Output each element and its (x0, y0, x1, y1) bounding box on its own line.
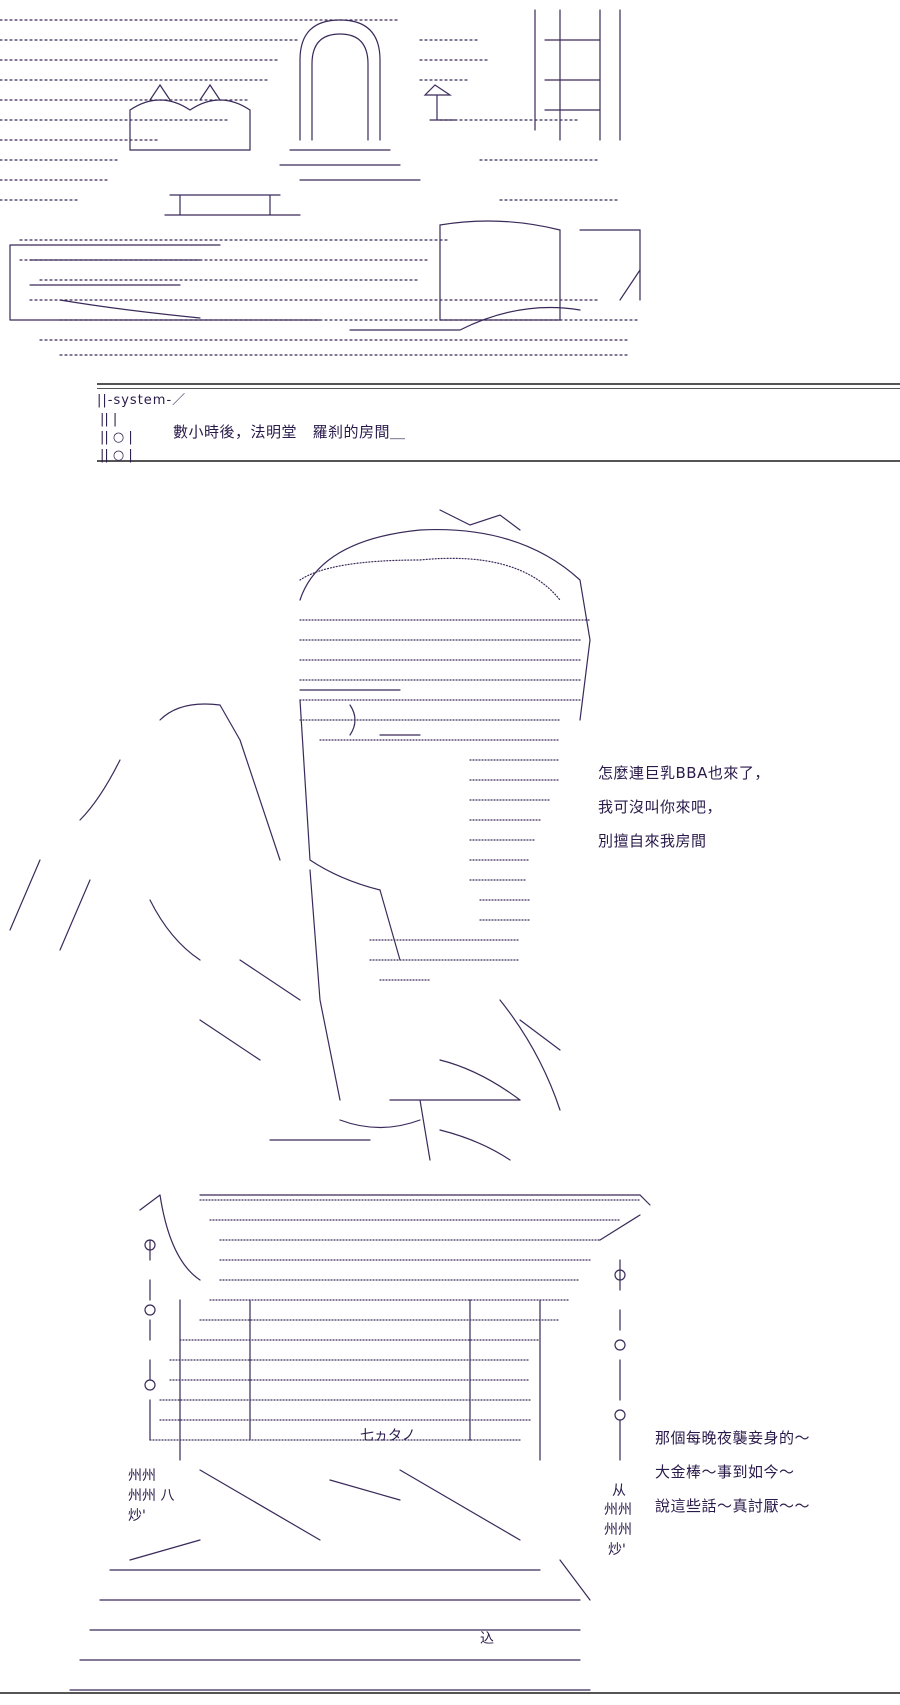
system-narration-box: ||-system-／ || | || ○ | || ○ | 數小時後，法明堂 … (97, 383, 900, 465)
chant-right-3: 州州 (604, 1522, 632, 1538)
chant-right-1: 从 (612, 1483, 626, 1499)
shrine-steps (69, 1539, 591, 1691)
bottom-divider (0, 1692, 900, 1694)
chant-left-2: 州州 八 (128, 1488, 174, 1504)
system-marker-line: || ○ | (100, 430, 133, 445)
dialogue-line: 大金棒～事到如今～ (655, 1463, 795, 1481)
character-head-outline (299, 509, 591, 721)
table (164, 194, 301, 216)
lamp (423, 84, 456, 121)
room-scene-art (0, 19, 641, 356)
character-body (309, 869, 521, 1161)
dialogue-line: 那個每晚夜襲妾身的～ (655, 1429, 811, 1447)
dialogue-line: 別擅自來我房間 (598, 832, 707, 850)
system-tag: ||-system-／ (97, 389, 191, 408)
system-marker-line: || ○ | (100, 448, 133, 463)
system-markers: || | || ○ | || ○ | (100, 411, 133, 465)
shrine-hatching (149, 1199, 641, 1441)
dialogue-line: 說這些話～真討厭～～ (655, 1497, 811, 1515)
dialogue-line: 我可沒叫你來吧， (598, 798, 723, 816)
chant-left-3: 炒' (128, 1508, 146, 1524)
onomatopoeia-text: 七ヵタノ (360, 1428, 416, 1444)
stamp-text: 込 (480, 1631, 494, 1647)
second-character (9, 703, 301, 1061)
dialogue-line: 怎麼連巨乳BBA也來了， (598, 764, 770, 782)
futon (9, 220, 641, 321)
arched-doorway (299, 19, 381, 141)
dialogue-block-2: 那個每晚夜襲妾身的～ 大金棒～事到如今～ 說這些話～真討厭～～ (655, 1421, 810, 1523)
shrine-pillars (179, 1299, 541, 1461)
cushion (129, 83, 251, 151)
shrine-roof (139, 1194, 651, 1281)
chant-left-1: 州州 (128, 1468, 156, 1484)
bookshelf (534, 9, 621, 141)
system-narration-text: 數小時後，法明堂 羅刹的房間＿ (173, 423, 406, 441)
character-face (299, 689, 421, 891)
chant-right-2: 州州 (604, 1502, 632, 1518)
chant-right-4: 炒' (608, 1542, 626, 1558)
system-marker-line: || | (100, 412, 118, 427)
dialogue-block-1: 怎麼連巨乳BBA也來了， 我可沒叫你來吧， 別擅自來我房間 (598, 756, 770, 858)
character-hair-art (299, 557, 591, 981)
